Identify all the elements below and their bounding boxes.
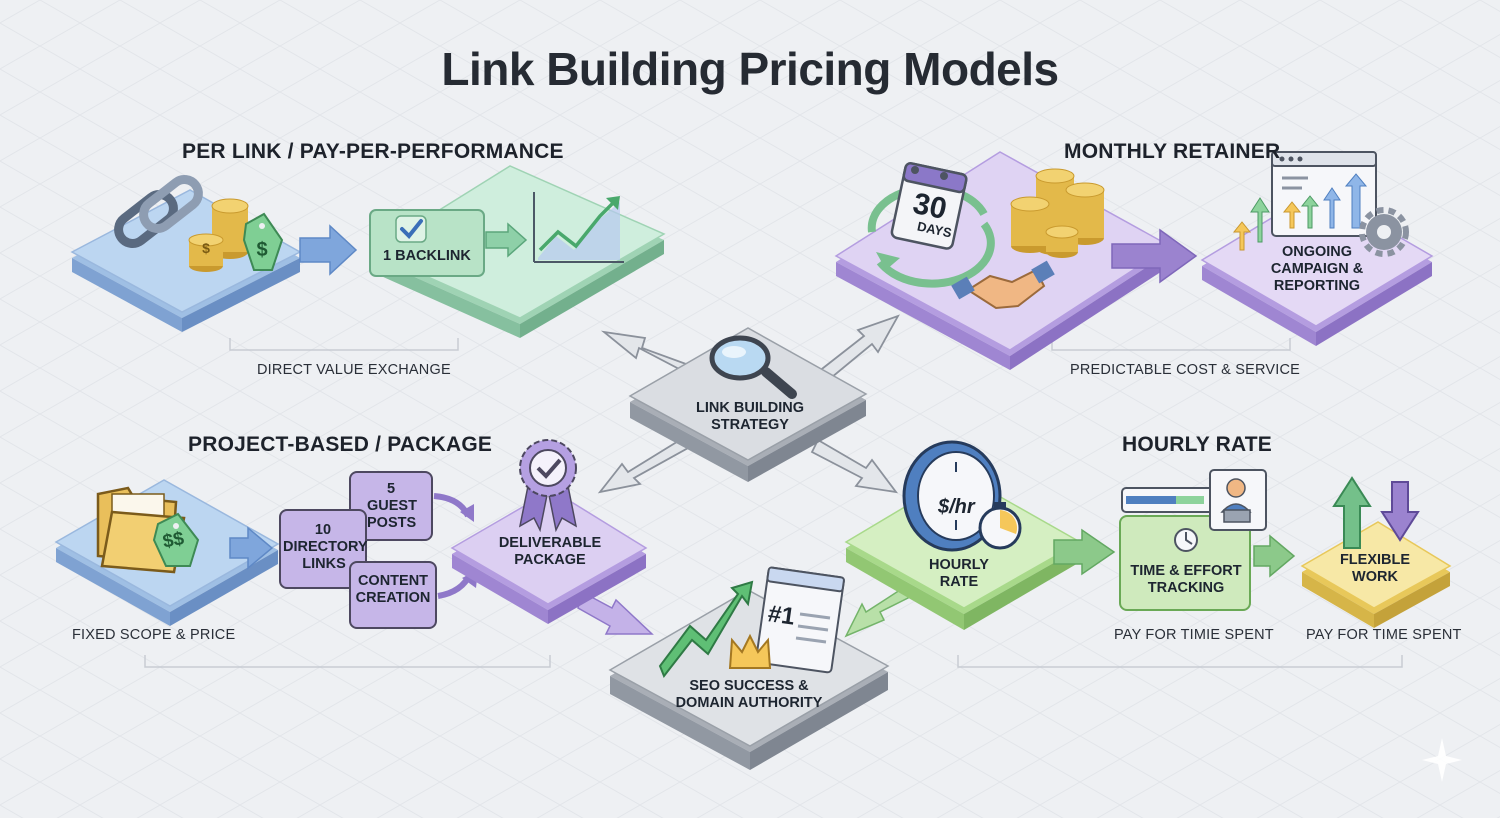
growth-chart-icon <box>533 192 624 263</box>
arrow-item-1-head <box>460 504 474 522</box>
clock-label: $/hr <box>938 496 975 518</box>
arrow-hourly <box>1053 528 1116 576</box>
caption-per-link: DIRECT VALUE EXCHANGE <box>257 362 451 378</box>
bracket-per-link <box>229 338 459 351</box>
item-content-creation: CONTENT CREATION <box>355 573 431 606</box>
arrow-project <box>229 526 274 570</box>
tracking-card <box>1119 487 1251 611</box>
stopwatch-icon <box>978 502 1022 550</box>
bar-chart-icon <box>1232 151 1377 251</box>
coin-stack-icon <box>1010 168 1105 258</box>
folder-icon <box>96 486 186 574</box>
sparkle-icon <box>1422 738 1462 782</box>
bracket-retainer <box>1051 338 1291 351</box>
coin-stack-icon: $ <box>188 198 249 272</box>
svg-text:$: $ <box>256 239 267 261</box>
tag-symbol: $$ <box>161 528 186 553</box>
heading-hourly-rate: HOURLY RATE <box>1122 433 1272 456</box>
arrow-tracking <box>1253 534 1296 578</box>
arrow-per-link <box>299 224 358 276</box>
arrow-to-hourly <box>810 438 899 494</box>
gear-icon <box>1359 207 1409 257</box>
heading-project-based: PROJECT-BASED / PACKAGE <box>188 433 493 456</box>
trophy-crown-icon <box>728 633 772 669</box>
label-1-backlink: 1 BACKLINK <box>383 248 471 264</box>
bracket-hourly <box>957 655 1403 668</box>
heading-per-link: PER LINK / PAY-PER-PERFORMANCE <box>182 140 564 163</box>
bracket-project <box>144 655 551 668</box>
item-directory-links-label: DIRECTORY LINKS <box>283 539 368 572</box>
label-hourly-rate: HOURLY RATE <box>929 557 989 590</box>
label-seo-success: SEO SUCCESS & DOMAIN AUTHORITY <box>675 678 823 711</box>
clock-icon <box>902 440 1002 552</box>
label-strategy: LINK BUILDING STRATEGY <box>696 400 804 433</box>
rank-browser-icon <box>755 566 845 674</box>
svg-text:$: $ <box>202 240 210 256</box>
item-directory-links-number: 10 <box>314 522 332 538</box>
rank-label: #1 <box>766 600 797 631</box>
checkmark-icon <box>400 219 423 239</box>
magnifier-icon <box>709 335 797 399</box>
arrow-project-to-success <box>577 590 654 635</box>
handshake-icon <box>951 260 1055 310</box>
arrow-up-icon <box>1332 476 1372 549</box>
label-time-tracking: TIME & EFFORT TRACKING <box>1130 563 1242 596</box>
item-guest-posts: 5 GUEST POSTS <box>355 481 427 532</box>
arrow-to-project <box>597 438 690 494</box>
backlink-card <box>369 209 485 277</box>
item-guest-posts-number: 5 <box>386 481 396 497</box>
caption-flexible: PAY FOR TIME SPENT <box>1306 627 1462 643</box>
item-directory-links: 10 DIRECTORY LINKS <box>283 522 368 573</box>
arrow-retainer <box>1111 228 1198 284</box>
label-flexible-work: FLEXIBLE WORK <box>1339 552 1411 585</box>
calendar-icon <box>867 162 995 288</box>
deliverable-platform <box>450 489 648 624</box>
price-tag-icon: $ <box>242 212 284 271</box>
label-ongoing-campaign: ONGOING CAMPAIGN & REPORTING <box>1270 244 1364 294</box>
arrow-backlink <box>485 222 528 258</box>
caption-tracking: PAY FOR TIMIE SPENT <box>1114 627 1274 643</box>
price-tag-icon <box>152 512 200 567</box>
strategy-platform <box>628 327 868 482</box>
chain-link-icon <box>114 175 203 248</box>
arrow-down-icon <box>1380 481 1420 542</box>
package-items <box>279 471 437 629</box>
label-deliverable-package: DELIVERABLE PACKAGE <box>498 535 602 568</box>
heading-monthly-retainer: MONTHLY RETAINER <box>1064 140 1281 163</box>
arrow-to-retainer <box>816 314 900 384</box>
caption-monthly-retainer: PREDICTABLE COST & SERVICE <box>1070 362 1301 378</box>
growth-chart-icon <box>658 580 754 678</box>
page-title: Link Building Pricing Models <box>441 43 1059 95</box>
item-guest-posts-label: GUEST POSTS <box>367 498 417 531</box>
arrow-hourly-to-success <box>844 589 914 638</box>
award-badge-icon <box>518 439 578 533</box>
caption-project-based: FIXED SCOPE & PRICE <box>72 627 236 643</box>
person-laptop-icon <box>1209 469 1267 531</box>
